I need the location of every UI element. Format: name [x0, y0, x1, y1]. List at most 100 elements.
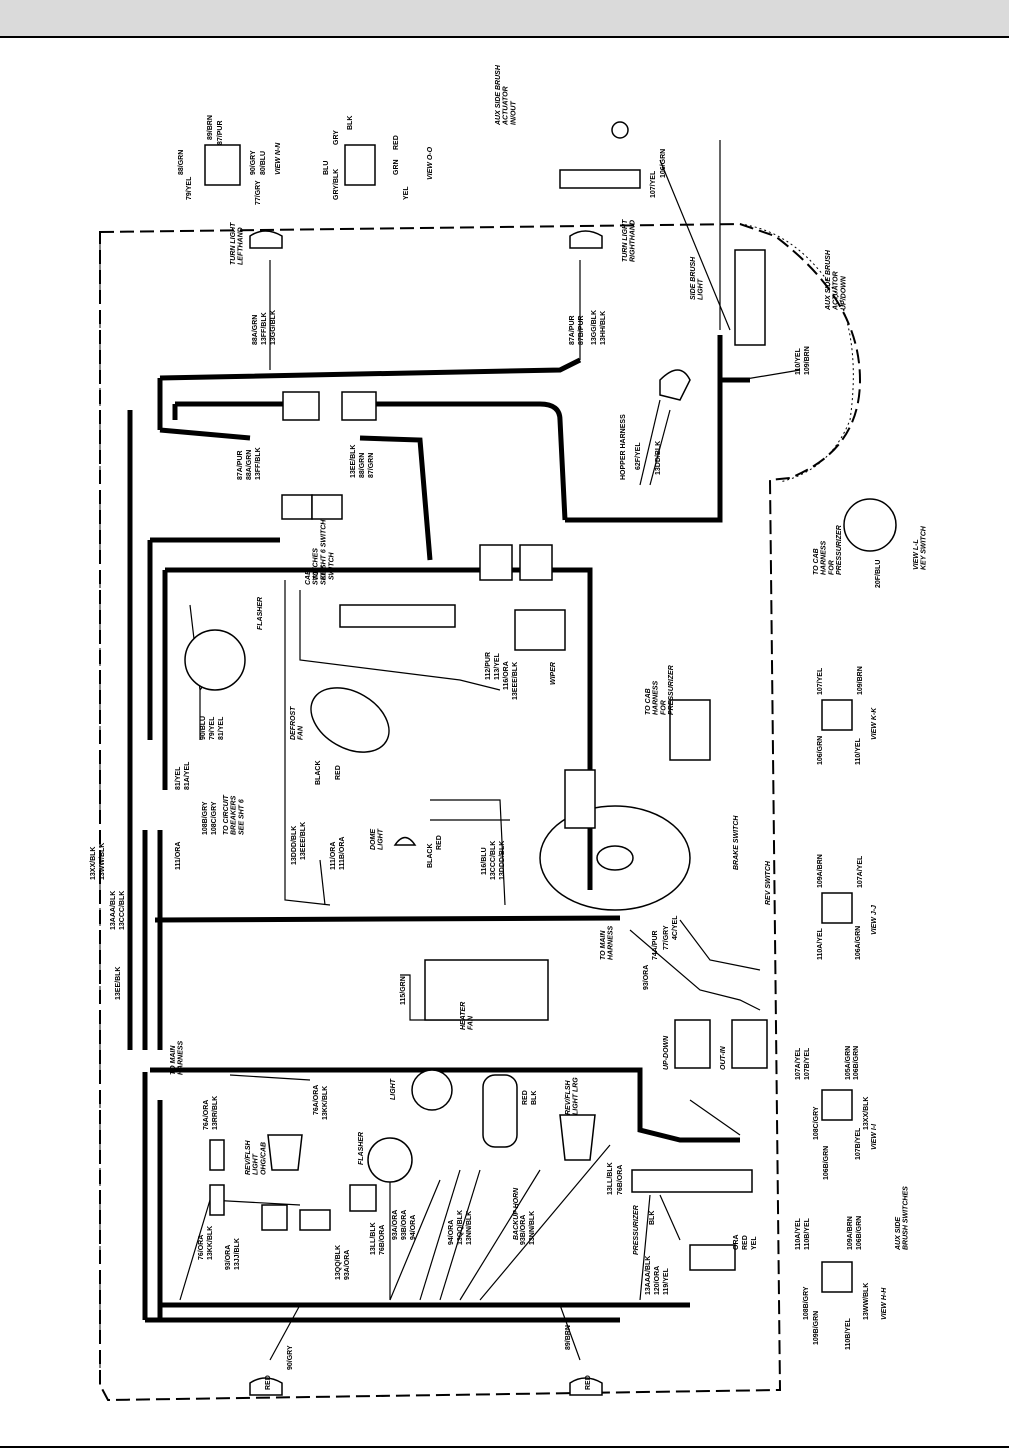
- view-hh-connector: [821, 1261, 853, 1293]
- wire-label: 13KK/BLK: [322, 1086, 329, 1120]
- view-jj-connector: [821, 892, 853, 924]
- wire-label: BLK: [347, 116, 354, 130]
- label-turn-light-lefthand: TURN LIGHTLEFTHAND: [230, 222, 245, 265]
- wire-label: 107A/YEL: [857, 855, 864, 888]
- wire-label: 93/ORA: [643, 965, 650, 990]
- wire-label: 13EE/BLK: [350, 445, 357, 478]
- wire-label: BLACK: [427, 844, 434, 869]
- wire-label: 76B/ORA: [379, 1225, 386, 1255]
- wire-label: RED: [393, 135, 400, 150]
- connector-o: [519, 544, 553, 581]
- wire-label: 13NN/BLK: [466, 1211, 473, 1245]
- label-to-cab-harness: TO CABHARNESSFORPRESSURIZER: [645, 665, 675, 715]
- wire-label: 112/PUR: [485, 652, 492, 680]
- wire-label: 107/YEL: [817, 667, 824, 695]
- label-out-in: OUT-IN: [720, 1045, 727, 1070]
- wire-label: 87/PUR: [217, 120, 224, 145]
- wire-label: RED: [585, 1375, 592, 1390]
- wire-label: 79/YEL: [209, 716, 216, 740]
- wire-label: 110A/YEL: [817, 927, 824, 960]
- wire-label: 89/BRN: [207, 115, 214, 140]
- wire-label: 111/ORA: [175, 842, 182, 870]
- wire-label: 109B/GRN: [813, 1311, 820, 1345]
- machine-outline: [99, 222, 862, 1402]
- wire-label: 106A/GRN: [855, 926, 862, 960]
- wire-label: 13FF/BLK: [255, 447, 262, 480]
- wire-label: 13DDD/BLK: [291, 826, 298, 865]
- label-backup-horn: BACKUP HORN: [513, 1187, 520, 1240]
- wire-label: 88/GRN: [359, 453, 366, 478]
- wire-label: 90/BLU: [200, 716, 207, 740]
- label-up-down: UP-DOWN: [663, 1035, 670, 1070]
- wire-label: 110A/YEL: [795, 1217, 802, 1250]
- wire-label: 93B/ORA: [520, 1215, 527, 1245]
- key-switch-icon: [843, 498, 897, 552]
- label-flasher: FLASHER: [257, 597, 264, 630]
- wire-label: 87A/PUR: [569, 315, 576, 345]
- wire-label: 13KK/BLK: [207, 1226, 214, 1260]
- view-ll-label: VIEW L-LKEY SWITCH: [913, 525, 928, 570]
- label-dome-light: DOMELIGHT: [370, 828, 385, 850]
- wire-label: RED: [335, 765, 342, 780]
- wire-label: 110/YEL: [795, 347, 802, 375]
- wire-label: 81/YEL: [218, 716, 225, 740]
- wire-label: 106/GRN: [660, 149, 667, 178]
- steering-wheel-icon: [539, 805, 691, 911]
- wire-label: 93A/ORA: [344, 1250, 351, 1280]
- label-to-main-harness-1: TO MAINHARNESS: [600, 925, 615, 960]
- cab-switches-icon: [339, 604, 456, 628]
- wire-label: 13QQ/BLK: [457, 1210, 464, 1245]
- backup-horn-icon: [482, 1074, 518, 1148]
- wire-label: 13EEE/BLK: [512, 662, 519, 700]
- header-band: [0, 0, 1009, 38]
- wire-label: 107/YEL: [650, 170, 657, 198]
- label-turn-light-righthand: TURN LIGHTRIGHTHAND: [622, 219, 637, 262]
- wire-label: 13HH/BLK: [600, 311, 607, 345]
- wire-label: 87A/PUR: [237, 450, 244, 480]
- wire-label: YEL: [751, 1236, 758, 1250]
- wire-label: 93A/ORA: [392, 1210, 399, 1240]
- label-to-key-switch: TOKEYSWITCH: [313, 551, 335, 580]
- label-side-brush-light: SIDE BRUSHLIGHT: [690, 256, 705, 300]
- wire-label: 13CCC/BLK: [490, 841, 497, 880]
- turn-light-lefthand-icon: [249, 230, 283, 249]
- wire-label: 107B/YEL: [855, 1127, 862, 1160]
- wire-label: 13QQ/BLK: [335, 1245, 342, 1280]
- wire-label: 13XX/BLK: [90, 847, 97, 880]
- label-wiper: WIPER: [550, 662, 557, 685]
- wire-label: 13AAA/BLK: [645, 1256, 652, 1295]
- label-heater-fan: HEATERFAN: [460, 1002, 475, 1030]
- wire-label: 13WW/BLK: [99, 843, 106, 880]
- wire-label: 110B/YEL: [845, 1317, 852, 1350]
- wire-label: 87B/PUR: [578, 315, 585, 345]
- wire-label: 13AAA/BLK: [110, 891, 117, 930]
- wire-label: 77/GRY: [255, 180, 262, 205]
- wire-label: BLACK: [315, 761, 322, 786]
- wire-label: 13WW/BLK: [863, 1283, 870, 1320]
- wire-label: 13DDD/BLK: [499, 841, 506, 880]
- view-kk-label: VIEW K-K: [871, 707, 878, 740]
- wire-label: 106B/GRN: [856, 1216, 863, 1250]
- wire-label: 107A/YEL: [795, 1047, 802, 1080]
- wire-label: 13CCC/BLK: [119, 891, 126, 930]
- wire-label: 13GG/BLK: [270, 310, 277, 345]
- label-rev-flsh-light-ohg: REV/FLSHLIGHTOHG/CAB: [245, 1139, 267, 1175]
- wire-label: 116/BLU: [481, 847, 488, 875]
- wire-label: YEL: [403, 186, 410, 200]
- wire-label: 88A/GRN: [252, 315, 259, 345]
- label-pressurizer: PRESSURIZER: [633, 1205, 640, 1255]
- wire-label: 108C/GRY: [813, 1106, 820, 1140]
- side-brush-light-icon: [659, 369, 691, 401]
- wire-label: 13GG/BLK: [591, 310, 598, 345]
- wire-label: 115/GRN: [400, 976, 407, 1005]
- components: [184, 121, 897, 1396]
- view-oo-label: VIEW O-O: [427, 146, 434, 180]
- wire-label: 107B/YEL: [804, 1047, 811, 1080]
- wire-label: 110B/YEL: [804, 1217, 811, 1250]
- wire-label: 108B/GRY: [803, 1286, 810, 1320]
- flasher-2-icon: [367, 1137, 413, 1183]
- wire-label: BLU: [323, 161, 330, 175]
- label-rev-switch: REV SWITCH: [765, 860, 772, 905]
- rear-right-light-icon: [569, 1377, 603, 1396]
